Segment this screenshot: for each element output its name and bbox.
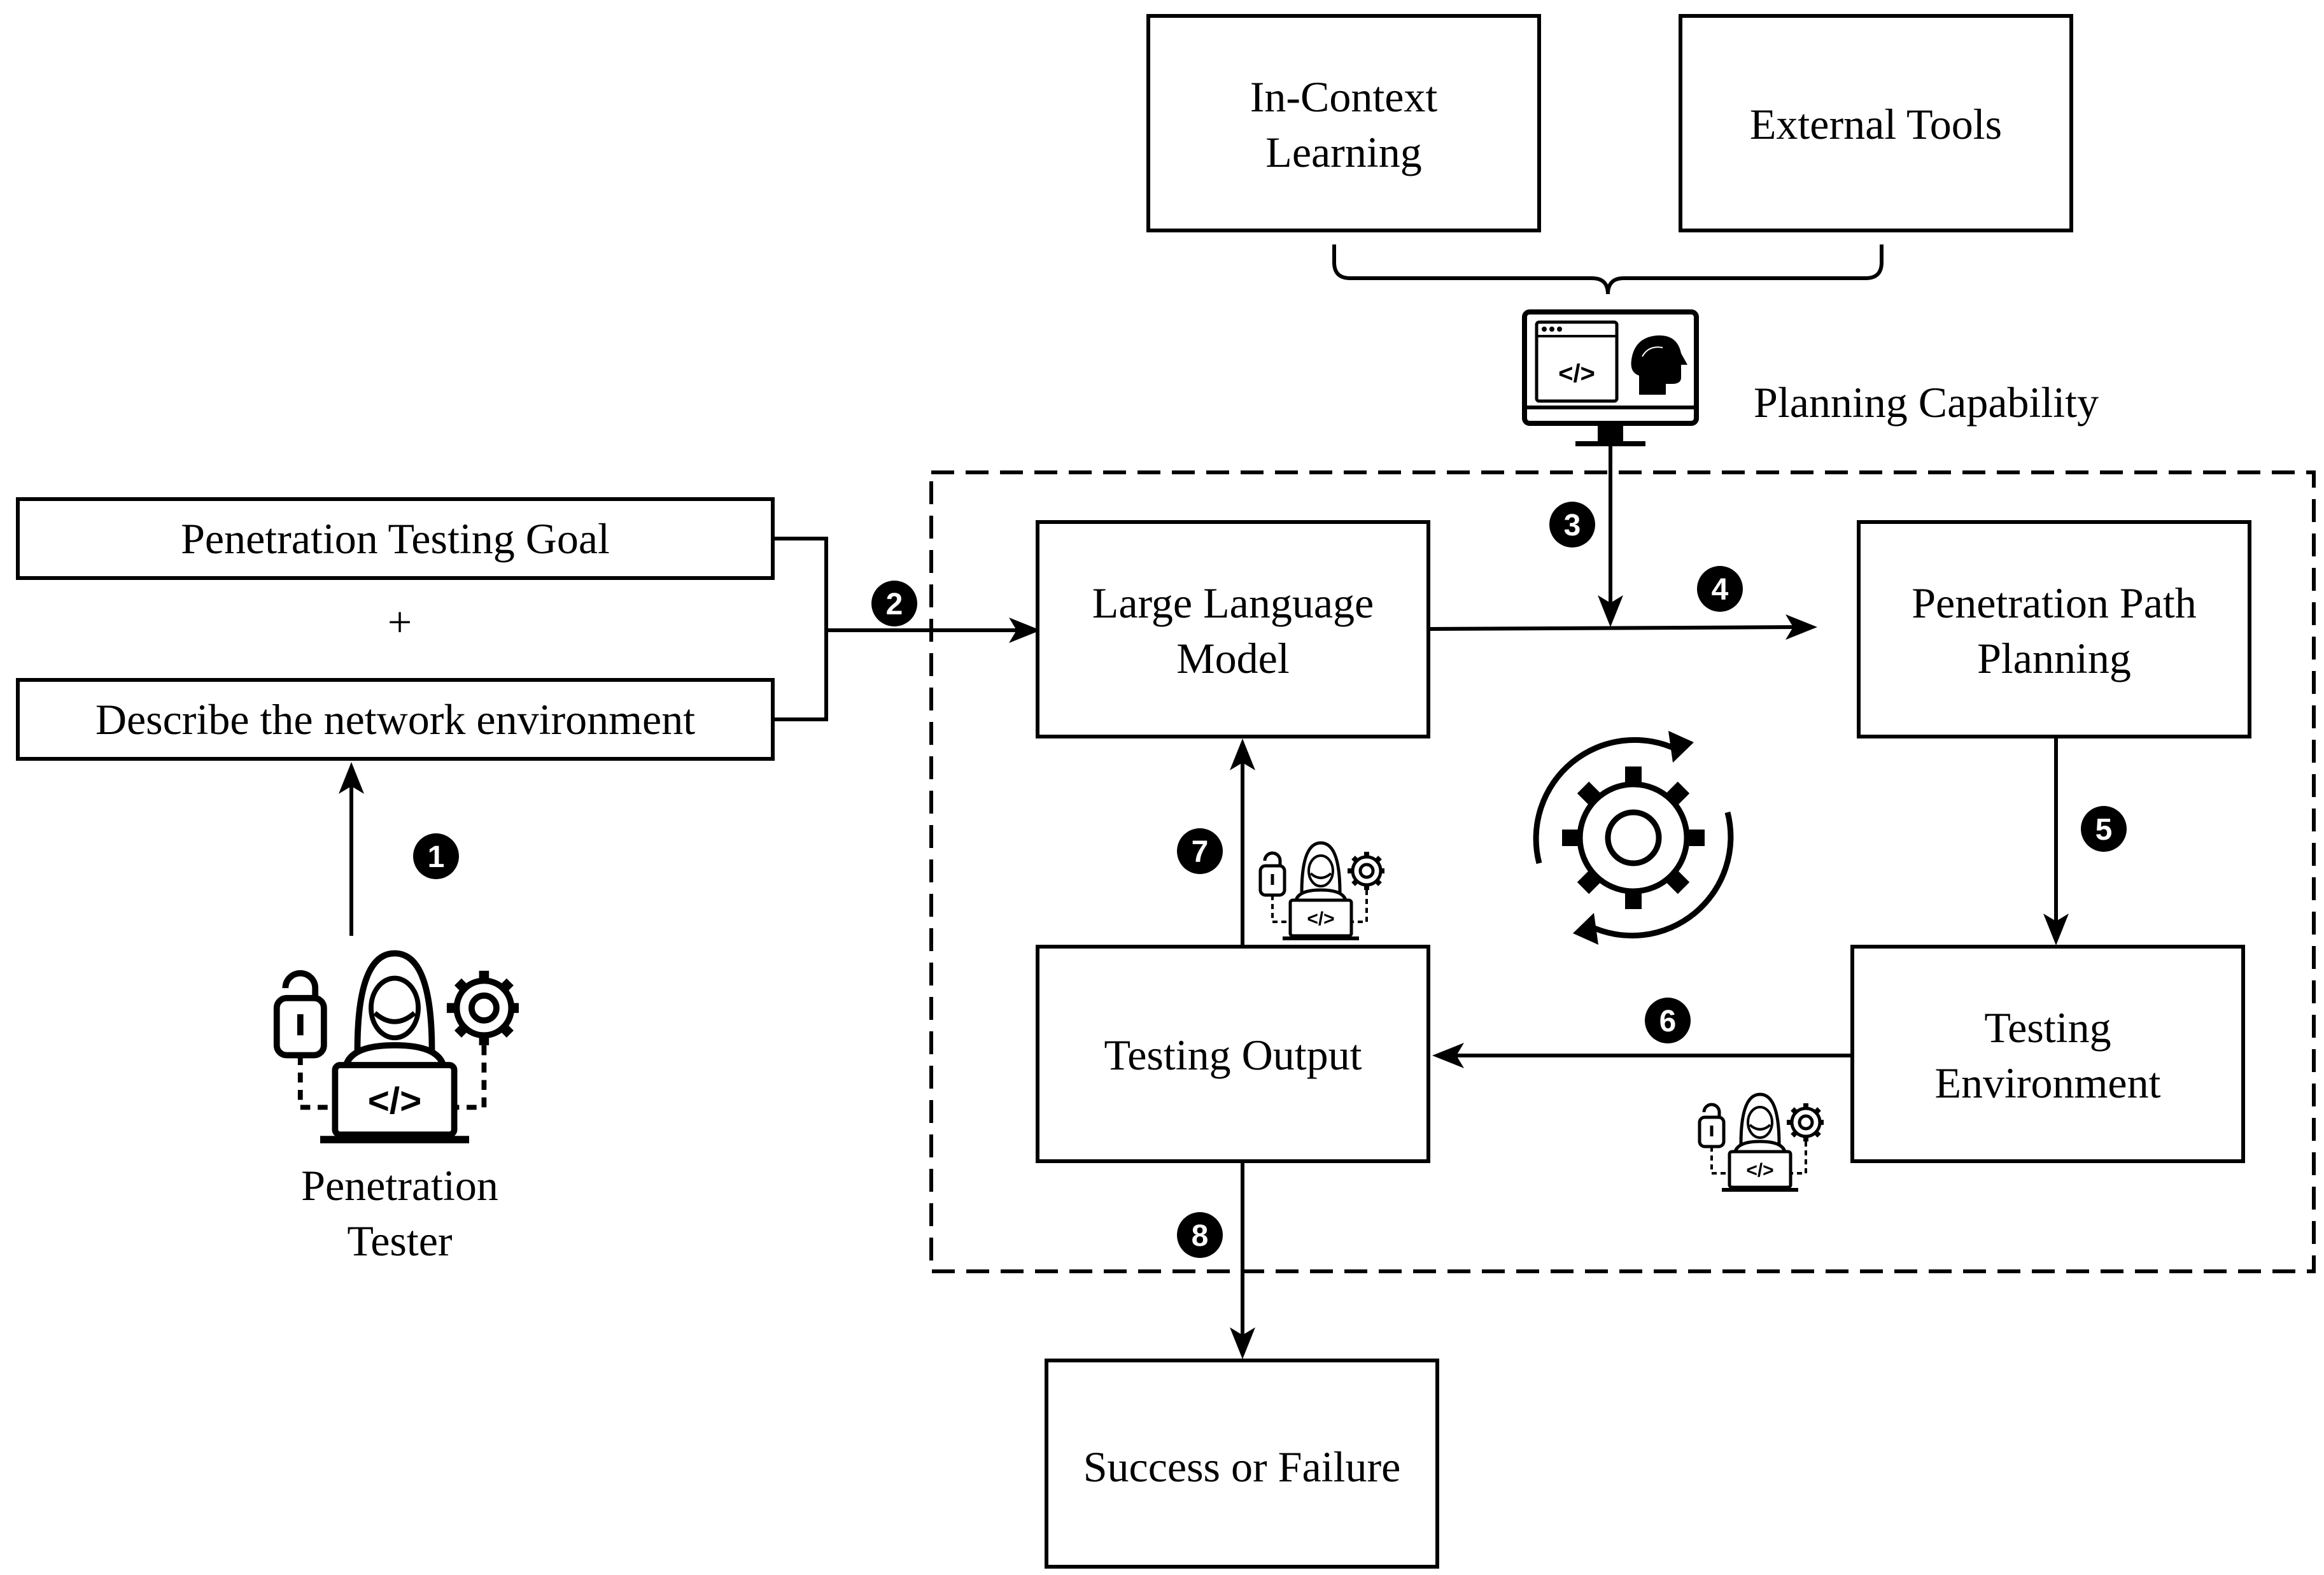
step-badge-8: 8 — [1177, 1212, 1223, 1258]
svg-text:</>: </> — [1558, 360, 1595, 388]
in-context-learning-box — [1148, 16, 1539, 230]
step-2-label: 2 — [886, 588, 903, 621]
gear-cycle-icon — [1536, 731, 1731, 945]
step-8-label: 8 — [1192, 1219, 1209, 1253]
step-6-label: 6 — [1659, 1005, 1677, 1038]
large-language-model-box — [1038, 522, 1428, 737]
success-or-failure-label: Success or Failure — [1083, 1443, 1401, 1491]
path-planning-line1: Penetration Path — [1912, 579, 2197, 627]
step-5-label: 5 — [2095, 813, 2113, 847]
llm-label-line1: Large Language — [1092, 579, 1374, 627]
penetration-testing-goal-label: Penetration Testing Goal — [181, 514, 610, 563]
step-badge-4: 4 — [1697, 566, 1743, 612]
step-4-label: 4 — [1712, 573, 1729, 607]
in-context-learning-line1: In-Context — [1250, 73, 1438, 121]
testing-output-label: Testing Output — [1104, 1031, 1362, 1079]
planning-capability-label: Planning Capability — [1754, 378, 2099, 427]
describe-network-label: Describe the network environment — [95, 695, 695, 744]
hacker-icon-feedback — [1260, 843, 1386, 938]
path-planning-line2: Planning — [1977, 634, 2131, 682]
penetration-tester-line1: Penetration — [301, 1161, 498, 1210]
in-context-learning-line2: Learning — [1265, 128, 1421, 176]
external-tools-label: External Tools — [1750, 100, 2002, 148]
step-badge-3: 3 — [1549, 502, 1595, 547]
penetration-tester-line2: Tester — [347, 1217, 453, 1265]
step-1-label: 1 — [428, 840, 445, 874]
step-badge-7: 7 — [1177, 828, 1223, 874]
testing-environment-line1: Testing — [1984, 1003, 2111, 1052]
step-badge-6: 6 — [1645, 998, 1691, 1043]
computer-brain-icon: </> — [1525, 312, 1696, 444]
arrow-4-shaft — [1428, 627, 1801, 629]
llm-label-line2: Model — [1176, 634, 1290, 682]
penetration-path-planning-box — [1859, 522, 2250, 737]
inputs-bracket — [773, 539, 826, 719]
plus-sign: + — [388, 598, 412, 646]
testing-environment-line2: Environment — [1934, 1059, 2160, 1107]
step-7-label: 7 — [1192, 835, 1209, 869]
step-3-label: 3 — [1564, 509, 1581, 542]
testing-environment-box — [1852, 947, 2243, 1161]
penetration-tester-icon — [277, 954, 521, 1140]
step-badge-5: 5 — [2081, 806, 2127, 852]
step-badge-1: 1 — [413, 833, 459, 879]
step-badge-2: 2 — [871, 581, 917, 626]
tools-brace — [1334, 244, 1882, 294]
hacker-icon-environment — [1700, 1094, 1825, 1190]
